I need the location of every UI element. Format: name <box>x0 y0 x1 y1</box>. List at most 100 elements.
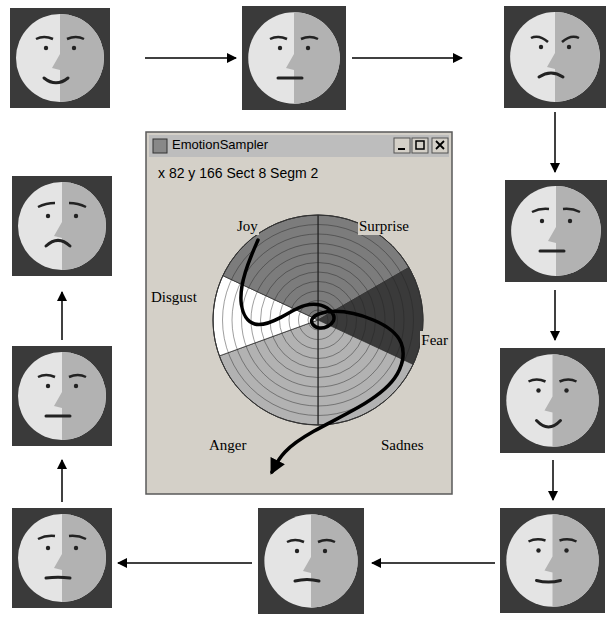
face-brow <box>301 37 318 39</box>
face-icon <box>500 508 605 613</box>
face-brow <box>529 539 546 541</box>
face-dark-half <box>52 14 104 102</box>
sequence-arrow <box>372 562 495 564</box>
window-icon <box>153 139 167 153</box>
face-light-half <box>510 12 600 102</box>
sequence-arrow <box>552 460 554 500</box>
face-light-half <box>264 514 357 607</box>
wheel-axis <box>318 215 319 425</box>
face-background <box>504 6 606 108</box>
face-icon <box>12 346 112 446</box>
face-light-half <box>18 514 106 602</box>
window-frame <box>146 132 452 494</box>
face-icon <box>12 176 112 276</box>
face-background <box>242 6 346 110</box>
face-brow <box>563 209 580 212</box>
app-window <box>146 132 452 494</box>
face-dark-half <box>547 12 600 102</box>
face-mouth <box>537 421 561 427</box>
face-brow <box>67 37 84 39</box>
face-background <box>258 508 364 614</box>
sector-label: Fear <box>420 331 449 349</box>
face-brow <box>36 37 53 39</box>
wheel-ring <box>213 215 423 425</box>
face-background <box>500 348 605 453</box>
face-eye <box>567 45 571 49</box>
face-eye <box>323 549 327 553</box>
face-icon <box>504 6 606 108</box>
face-eye <box>568 219 572 223</box>
sequence-arrow <box>554 290 556 340</box>
face-background <box>500 508 605 613</box>
window-button <box>432 138 448 153</box>
face-light-half <box>506 354 598 446</box>
face-mouth <box>278 77 302 80</box>
face-brow <box>287 540 304 542</box>
wheel-outline <box>213 215 423 425</box>
face-eye <box>536 548 540 552</box>
emotion-wheel <box>213 215 423 425</box>
face-brow <box>69 536 86 539</box>
window-node: EmotionSampler x 82 y 166 Sect 8 Segm 2 <box>146 132 460 192</box>
face-dark-half <box>54 182 106 270</box>
face-dark-half <box>548 186 601 276</box>
faces <box>10 6 607 614</box>
face-eye <box>536 388 540 392</box>
title-bar <box>149 135 449 157</box>
face-eye <box>74 546 78 550</box>
face-brow <box>69 375 86 377</box>
face-light-half <box>511 186 601 276</box>
face-dark-half <box>545 514 599 606</box>
face-dark-half <box>54 514 106 602</box>
face-arrows <box>62 58 555 563</box>
face-mouth <box>46 415 70 418</box>
face-eye <box>306 46 310 50</box>
face-brow <box>69 203 86 207</box>
face-brow <box>532 209 549 212</box>
status-readout: x 82 y 166 Sect 8 Segm 2 <box>158 165 460 181</box>
face-light-half <box>506 514 598 606</box>
face-brow <box>529 380 546 382</box>
face-icon <box>500 348 605 453</box>
face-brow <box>562 37 579 42</box>
face-light-half <box>16 14 104 102</box>
face-brow <box>531 37 548 42</box>
face-brow <box>38 203 55 207</box>
sector-label: Anger <box>208 436 248 454</box>
face-background <box>12 508 112 608</box>
window-title: EmotionSampler <box>172 135 268 155</box>
sequence-arrow <box>352 57 462 59</box>
face-brow <box>270 37 287 39</box>
sector-label: Joy <box>236 217 259 235</box>
maximize-glyph <box>416 141 424 149</box>
face-background <box>10 8 110 108</box>
face-mouth <box>44 78 68 83</box>
face-icon <box>242 6 346 110</box>
face-light-half <box>248 12 340 104</box>
face-brow <box>38 536 55 539</box>
face-brow <box>318 540 335 542</box>
face-eye <box>74 214 78 218</box>
face-mouth <box>46 240 70 246</box>
face-dark-half <box>54 352 106 440</box>
sequence-arrow <box>145 57 236 59</box>
face-background <box>12 346 112 446</box>
face-brow <box>38 375 55 377</box>
window-button <box>412 138 428 153</box>
face-eye <box>46 384 50 388</box>
face-mouth <box>295 579 319 581</box>
face-mouth <box>539 73 563 77</box>
sector-label: Surprise <box>358 217 410 235</box>
face-background <box>505 180 607 282</box>
sequence-arrow <box>118 562 252 564</box>
face-eye <box>74 384 78 388</box>
face-icon <box>10 8 110 108</box>
face-eye <box>540 219 544 223</box>
face-eye <box>44 46 48 50</box>
face-eye <box>278 46 282 50</box>
face-mouth <box>540 250 564 253</box>
sector-label: Sadnes <box>380 436 425 454</box>
face-brow <box>560 539 577 541</box>
face-mouth <box>537 581 561 583</box>
